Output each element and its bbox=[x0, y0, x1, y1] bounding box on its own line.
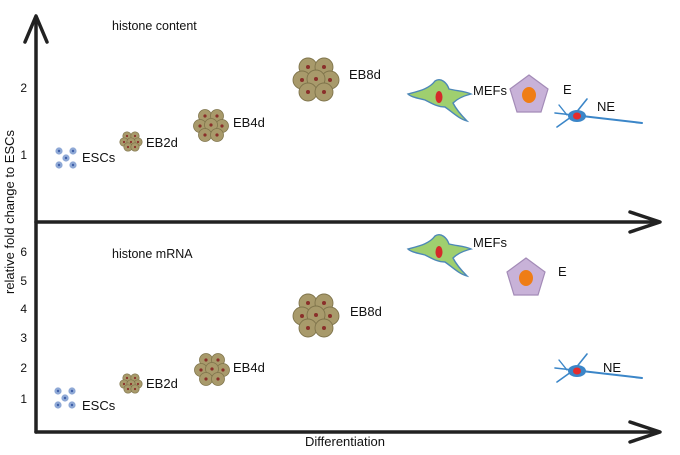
bottom-panel: histone mRNA 1 2 3 4 5 6 ESCs EB2d EB4d … bbox=[20, 234, 643, 413]
e-cell bbox=[509, 74, 549, 113]
eb8d-embryoid-body bbox=[292, 293, 340, 338]
escs-cell-cluster bbox=[54, 387, 76, 409]
bottom-tick-6: 6 bbox=[20, 245, 27, 259]
top-tick-1: 1 bbox=[20, 148, 27, 162]
eb2d-embryoid-body bbox=[119, 131, 143, 152]
eb4d-embryoid-body bbox=[194, 353, 230, 386]
bottom-escs-label: ESCs bbox=[82, 398, 116, 413]
bottom-e-label: E bbox=[558, 264, 567, 279]
eb4d-embryoid-body bbox=[193, 109, 229, 142]
bottom-tick-4: 4 bbox=[20, 302, 27, 316]
bottom-tick-1: 1 bbox=[20, 392, 27, 406]
bottom-eb8d-label: EB8d bbox=[350, 304, 382, 319]
x-axis-label: Differentiation bbox=[305, 434, 385, 449]
escs-cell-cluster bbox=[55, 147, 77, 169]
y-axis-label: relative fold change to ESCs bbox=[2, 129, 17, 294]
top-eb4d-label: EB4d bbox=[233, 115, 265, 130]
top-escs-label: ESCs bbox=[82, 150, 116, 165]
top-ne-label: NE bbox=[597, 99, 615, 114]
bottom-eb4d-label: EB4d bbox=[233, 360, 265, 375]
ne-cell bbox=[554, 353, 643, 383]
mefs-cell bbox=[407, 234, 472, 277]
bottom-panel-title: histone mRNA bbox=[112, 247, 193, 261]
bottom-eb2d-label: EB2d bbox=[146, 376, 178, 391]
bottom-tick-3: 3 bbox=[20, 331, 27, 345]
top-e-label: E bbox=[563, 82, 572, 97]
top-panel: histone content 1 2 ESCs EB2d EB4d EB8d … bbox=[20, 19, 643, 169]
e-cell bbox=[506, 257, 546, 296]
top-eb8d-label: EB8d bbox=[349, 67, 381, 82]
mefs-cell bbox=[407, 79, 472, 122]
bottom-tick-2: 2 bbox=[20, 361, 27, 375]
bottom-x-axis-arrowhead bbox=[628, 420, 662, 444]
eb2d-embryoid-body bbox=[119, 373, 143, 394]
bottom-mefs-label: MEFs bbox=[473, 235, 507, 250]
top-mefs-label: MEFs bbox=[473, 83, 507, 98]
top-eb2d-label: EB2d bbox=[146, 135, 178, 150]
eb8d-embryoid-body bbox=[292, 57, 340, 102]
axes bbox=[23, 14, 662, 444]
bottom-ne-label: NE bbox=[603, 360, 621, 375]
top-x-axis-arrowhead bbox=[628, 210, 662, 234]
y-axis-arrowhead bbox=[23, 14, 49, 44]
top-tick-2: 2 bbox=[20, 81, 27, 95]
bottom-tick-5: 5 bbox=[20, 274, 27, 288]
top-panel-title: histone content bbox=[112, 19, 197, 33]
